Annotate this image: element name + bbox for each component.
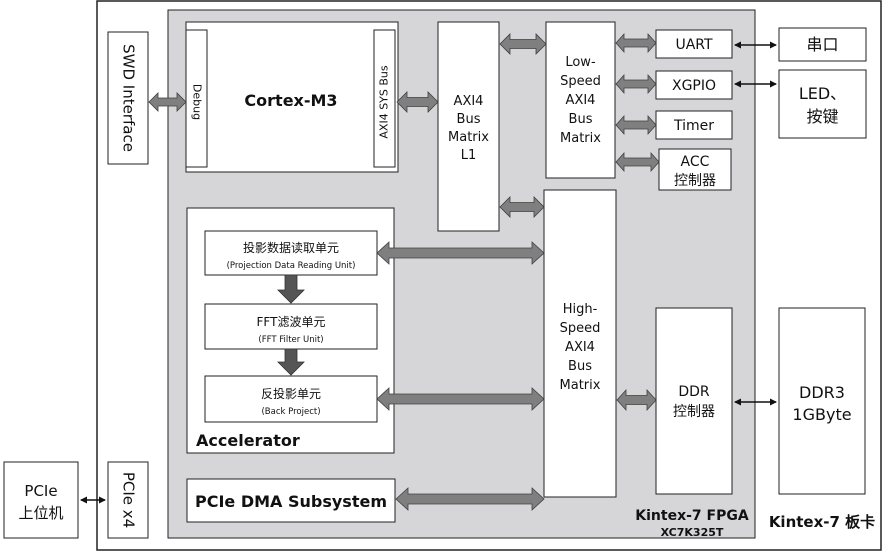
acc-line2: 控制器: [674, 173, 716, 189]
pcie-host-line2: 上位机: [18, 504, 63, 522]
led-keys-box: [778, 69, 867, 139]
highspeed-line3: AXI4: [565, 340, 595, 355]
led-keys-line2: 按键: [806, 107, 838, 126]
fpga-part: XC7K325T: [661, 526, 724, 539]
swd-interface-label: SWD Interface: [120, 44, 138, 152]
arrow-axil1-highspeed: [499, 196, 545, 218]
axi-l1-line3: Matrix: [448, 130, 489, 145]
serial-port-box: [778, 27, 867, 62]
proj-read-cn: 投影数据读取单元: [243, 240, 339, 255]
fft-cn: FFT滤波单元: [257, 315, 326, 329]
pcie-host-line1: PCIe: [24, 482, 57, 500]
led-keys-line1: LED、: [799, 84, 846, 103]
xgpio-box: [655, 70, 733, 100]
lowspeed-line3: AXI4: [566, 93, 596, 108]
flow-arrow-fft-to-backproj: [277, 348, 305, 376]
highspeed-line1: High-: [563, 302, 598, 317]
backproj-unit-box: [204, 375, 378, 423]
highspeed-matrix-box: [543, 189, 617, 498]
ddr3-line2: 1GByte: [792, 405, 851, 424]
arrow-pciedma-highspeed: [395, 487, 545, 511]
uart-box: [655, 29, 733, 59]
serial-port-label: 串口: [806, 35, 838, 54]
ddr-ctrl-line2: 控制器: [673, 404, 715, 420]
highspeed-line5: Matrix: [560, 378, 601, 393]
xgpio-label: XGPIO: [672, 78, 716, 94]
axi-sys-bus-label: AXI4 SYS Bus: [378, 65, 391, 138]
axi-sys-bus-box: [373, 29, 396, 168]
debug-port-box: [185, 29, 208, 168]
pcie-dma-label: PCIe DMA Subsystem: [195, 492, 387, 511]
timer-label: Timer: [673, 118, 714, 134]
ddr3-line1: DDR3: [799, 383, 845, 402]
fft-en: (FFT Filter Unit): [258, 335, 323, 345]
bus-arrows: [148, 32, 660, 511]
arrow-cortex-axil1: [396, 91, 439, 113]
backproj-en: (Back Project): [261, 407, 320, 417]
axi-l1-line1: AXI4: [454, 94, 484, 109]
lowspeed-line2: Speed: [560, 74, 601, 89]
ddr-ctrl-line1: DDR: [678, 384, 710, 400]
arrow-lowspeed-uart: [615, 32, 657, 54]
flow-arrow-read-to-fft: [277, 274, 305, 304]
swd-interface-box: [107, 31, 149, 165]
arrow-backproj-highspeed: [376, 387, 545, 411]
lowspeed-line4: Bus: [569, 112, 593, 127]
ddr3-box: [778, 307, 866, 495]
board-label: Kintex-7 板卡: [769, 513, 875, 531]
axi-l1-box: [437, 21, 500, 232]
arrow-swd-debug: [148, 92, 187, 112]
axi-l1-line2: Bus: [457, 112, 481, 127]
cortex-m3-label: Cortex-M3: [244, 91, 337, 110]
lowspeed-matrix-box: [545, 21, 616, 179]
timer-box: [655, 110, 733, 140]
lowspeed-line5: Matrix: [560, 131, 601, 146]
arrow-lowspeed-timer: [615, 114, 657, 136]
pcie-dma-box: [186, 478, 396, 523]
arrow-highspeed-ddrctrl: [616, 388, 657, 412]
axi-l1-line4: L1: [461, 148, 477, 163]
cortex-m3-box: [185, 21, 399, 173]
arrow-axil1-lowspeed: [499, 33, 547, 55]
lowspeed-line1: Low-: [565, 55, 596, 70]
pcie-x4-label: PCIe x4: [120, 472, 138, 528]
accelerator-label: Accelerator: [196, 431, 300, 450]
ddr-controller-box: [655, 307, 733, 495]
acc-line1: ACC: [681, 154, 710, 170]
arrow-lowspeed-acc: [615, 151, 660, 173]
fft-unit-box: [204, 303, 378, 350]
proj-read-en: (Projection Data Reading Unit): [227, 261, 356, 271]
pcie-x4-box: [107, 461, 149, 539]
highspeed-line4: Bus: [568, 359, 592, 374]
fpga-label: Kintex-7 FPGA: [635, 508, 749, 524]
uart-label: UART: [675, 37, 713, 53]
pcie-host-box: [3, 461, 79, 539]
debug-port-label: Debug: [191, 84, 204, 120]
arrow-lowspeed-xgpio: [615, 73, 657, 95]
highspeed-line2: Speed: [560, 321, 601, 336]
arrow-projread-highspeed: [376, 241, 545, 265]
backproj-cn: 反投影单元: [261, 386, 321, 401]
acc-controller-box: [658, 148, 732, 191]
